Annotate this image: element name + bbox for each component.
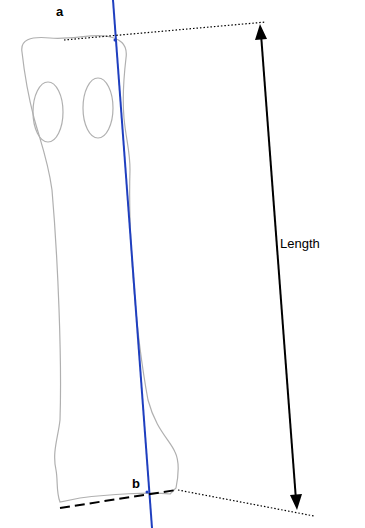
dimension-line	[261, 34, 296, 500]
point-label: b	[132, 477, 140, 490]
arrow-head	[290, 494, 302, 510]
extension-line	[178, 490, 314, 516]
point-marker	[146, 491, 149, 494]
bone-outline	[22, 36, 178, 502]
point-marker	[114, 39, 117, 42]
base-line	[60, 490, 176, 508]
point-label: a	[56, 5, 63, 18]
extension-line	[64, 22, 266, 40]
arrow-head	[255, 24, 267, 40]
dimension-label: Length	[280, 237, 320, 250]
foramen	[83, 78, 113, 138]
foramen	[33, 82, 63, 142]
axis-line	[113, 0, 152, 528]
